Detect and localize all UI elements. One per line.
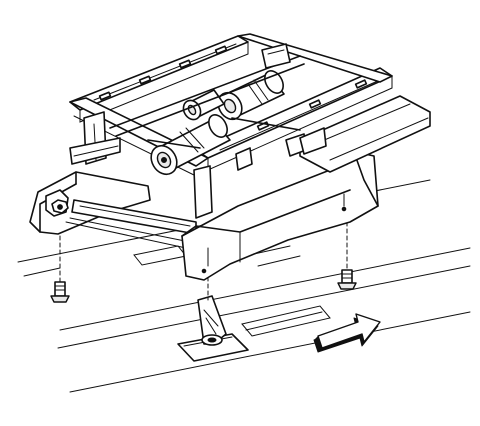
seat-adjuster-motors — [109, 43, 327, 176]
seat-riser-inboard — [181, 151, 379, 281]
motor-upper — [217, 70, 285, 121]
floor-anchor-bracket — [177, 269, 249, 362]
front-right-stud — [337, 221, 357, 290]
retaining-nut-rear-left — [51, 199, 69, 214]
front-of-vehicle-arrow — [313, 313, 381, 353]
motor-rear — [150, 114, 231, 176]
seat-riser-outboard — [29, 171, 197, 249]
front-seat-track-rails — [69, 33, 431, 219]
